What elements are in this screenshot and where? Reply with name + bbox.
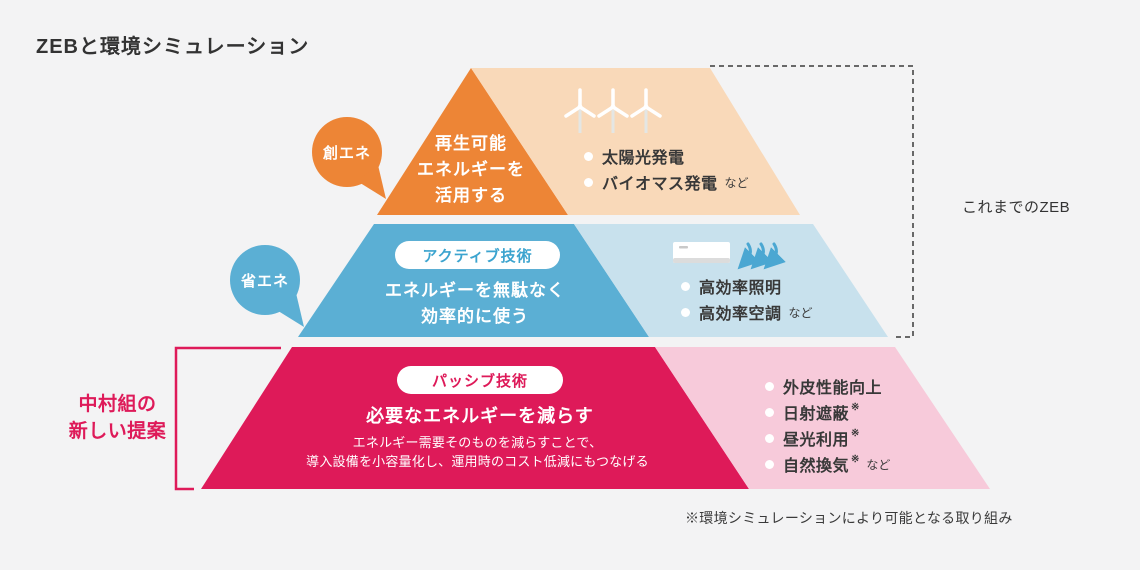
heading-line: 再生可能 xyxy=(435,134,507,153)
layer1-heading: 再生可能 エネルギーを 活用する xyxy=(376,131,566,209)
bullet-icon xyxy=(681,307,690,317)
bullet-icon xyxy=(765,381,774,391)
item-label: 外皮性能向上 xyxy=(783,380,883,397)
item-label: 高効率照明 xyxy=(699,280,782,297)
bullet-icon xyxy=(765,459,774,469)
bullet-icon xyxy=(584,177,593,187)
bubble-create-energy: 創エネ xyxy=(312,117,382,187)
layer2-heading: エネルギーを無駄なく 効率的に使う xyxy=(360,278,590,330)
item-note: ※ xyxy=(851,428,860,439)
item-suffix: など xyxy=(788,305,813,320)
item-label: 昼光利用 xyxy=(783,432,850,449)
list-item: 昼光利用 ※ xyxy=(765,425,890,451)
layer3-description: エネルギー需要そのものを減らすことで、 導入設備を小容量化し、運用時のコスト低減… xyxy=(295,433,660,471)
item-note: ※ xyxy=(851,454,860,465)
airflow-arrows-icon xyxy=(737,242,786,270)
pill-label: アクティブ技術 xyxy=(422,247,533,265)
bubble-label: 省エネ xyxy=(240,272,289,290)
bullet-icon xyxy=(765,433,774,443)
list-item: 太陽光発電 xyxy=(584,143,749,169)
bubble-label: 創エネ xyxy=(322,144,371,162)
bullet-icon xyxy=(765,407,774,417)
list-item: 日射遮蔽 ※ xyxy=(765,399,890,425)
item-note: ※ xyxy=(851,402,860,413)
heading-line: 効率的に使う xyxy=(421,307,529,326)
layer2-item-list: 高効率照明 高効率空調 など xyxy=(681,273,813,325)
proposal-line: 中村組の xyxy=(78,394,157,415)
description-line: 導入設備を小容量化し、運用時のコスト低減にもつなげる xyxy=(306,454,649,469)
proposal-line: 新しい提案 xyxy=(68,421,167,442)
layer3-item-list: 外皮性能向上 日射遮蔽 ※ 昼光利用 ※ 自然換気 ※ など xyxy=(765,373,890,477)
item-label: 日射遮蔽 xyxy=(783,406,850,423)
pill-label: パッシブ技術 xyxy=(431,372,528,390)
wind-turbine-icon xyxy=(564,88,662,133)
list-item: バイオマス発電 など xyxy=(584,169,749,195)
page-title: ZEBと環境シミュレーション xyxy=(36,36,310,58)
bullet-icon xyxy=(681,281,690,291)
list-item: 高効率空調 など xyxy=(681,299,813,325)
item-label: バイオマス発電 xyxy=(602,176,718,193)
item-label: 高効率空調 xyxy=(699,306,782,323)
heading-line: エネルギーを xyxy=(417,160,525,179)
layer1-item-list: 太陽光発電 バイオマス発電 など xyxy=(584,143,749,195)
heading-line: エネルギーを無駄なく xyxy=(385,281,565,300)
heading-line: 活用する xyxy=(435,186,507,205)
list-item: 自然換気 ※ など xyxy=(765,451,890,477)
description-line: エネルギー需要そのものを減らすことで、 xyxy=(352,435,603,450)
proposal-bracket xyxy=(174,346,281,491)
item-label: 太陽光発電 xyxy=(602,150,685,167)
list-item: 高効率照明 xyxy=(681,273,813,299)
passive-technology-pill: パッシブ技術 xyxy=(397,366,563,394)
air-conditioner-icon xyxy=(673,242,730,263)
bubble-save-energy: 省エネ xyxy=(230,245,300,315)
footnote: ※環境シミュレーションにより可能となる取り組み xyxy=(685,510,1013,526)
active-technology-pill: アクティブ技術 xyxy=(395,241,560,269)
item-suffix: など xyxy=(724,175,749,190)
proposal-label: 中村組の 新しい提案 xyxy=(55,391,180,445)
item-label: 自然換気 xyxy=(783,458,850,475)
previous-zeb-label: これまでのZEB xyxy=(962,199,1071,216)
bullet-icon xyxy=(584,151,593,161)
list-item: 外皮性能向上 xyxy=(765,373,890,399)
item-suffix: など xyxy=(866,457,891,472)
layer3-heading: 必要なエネルギーを減らす xyxy=(366,406,594,426)
